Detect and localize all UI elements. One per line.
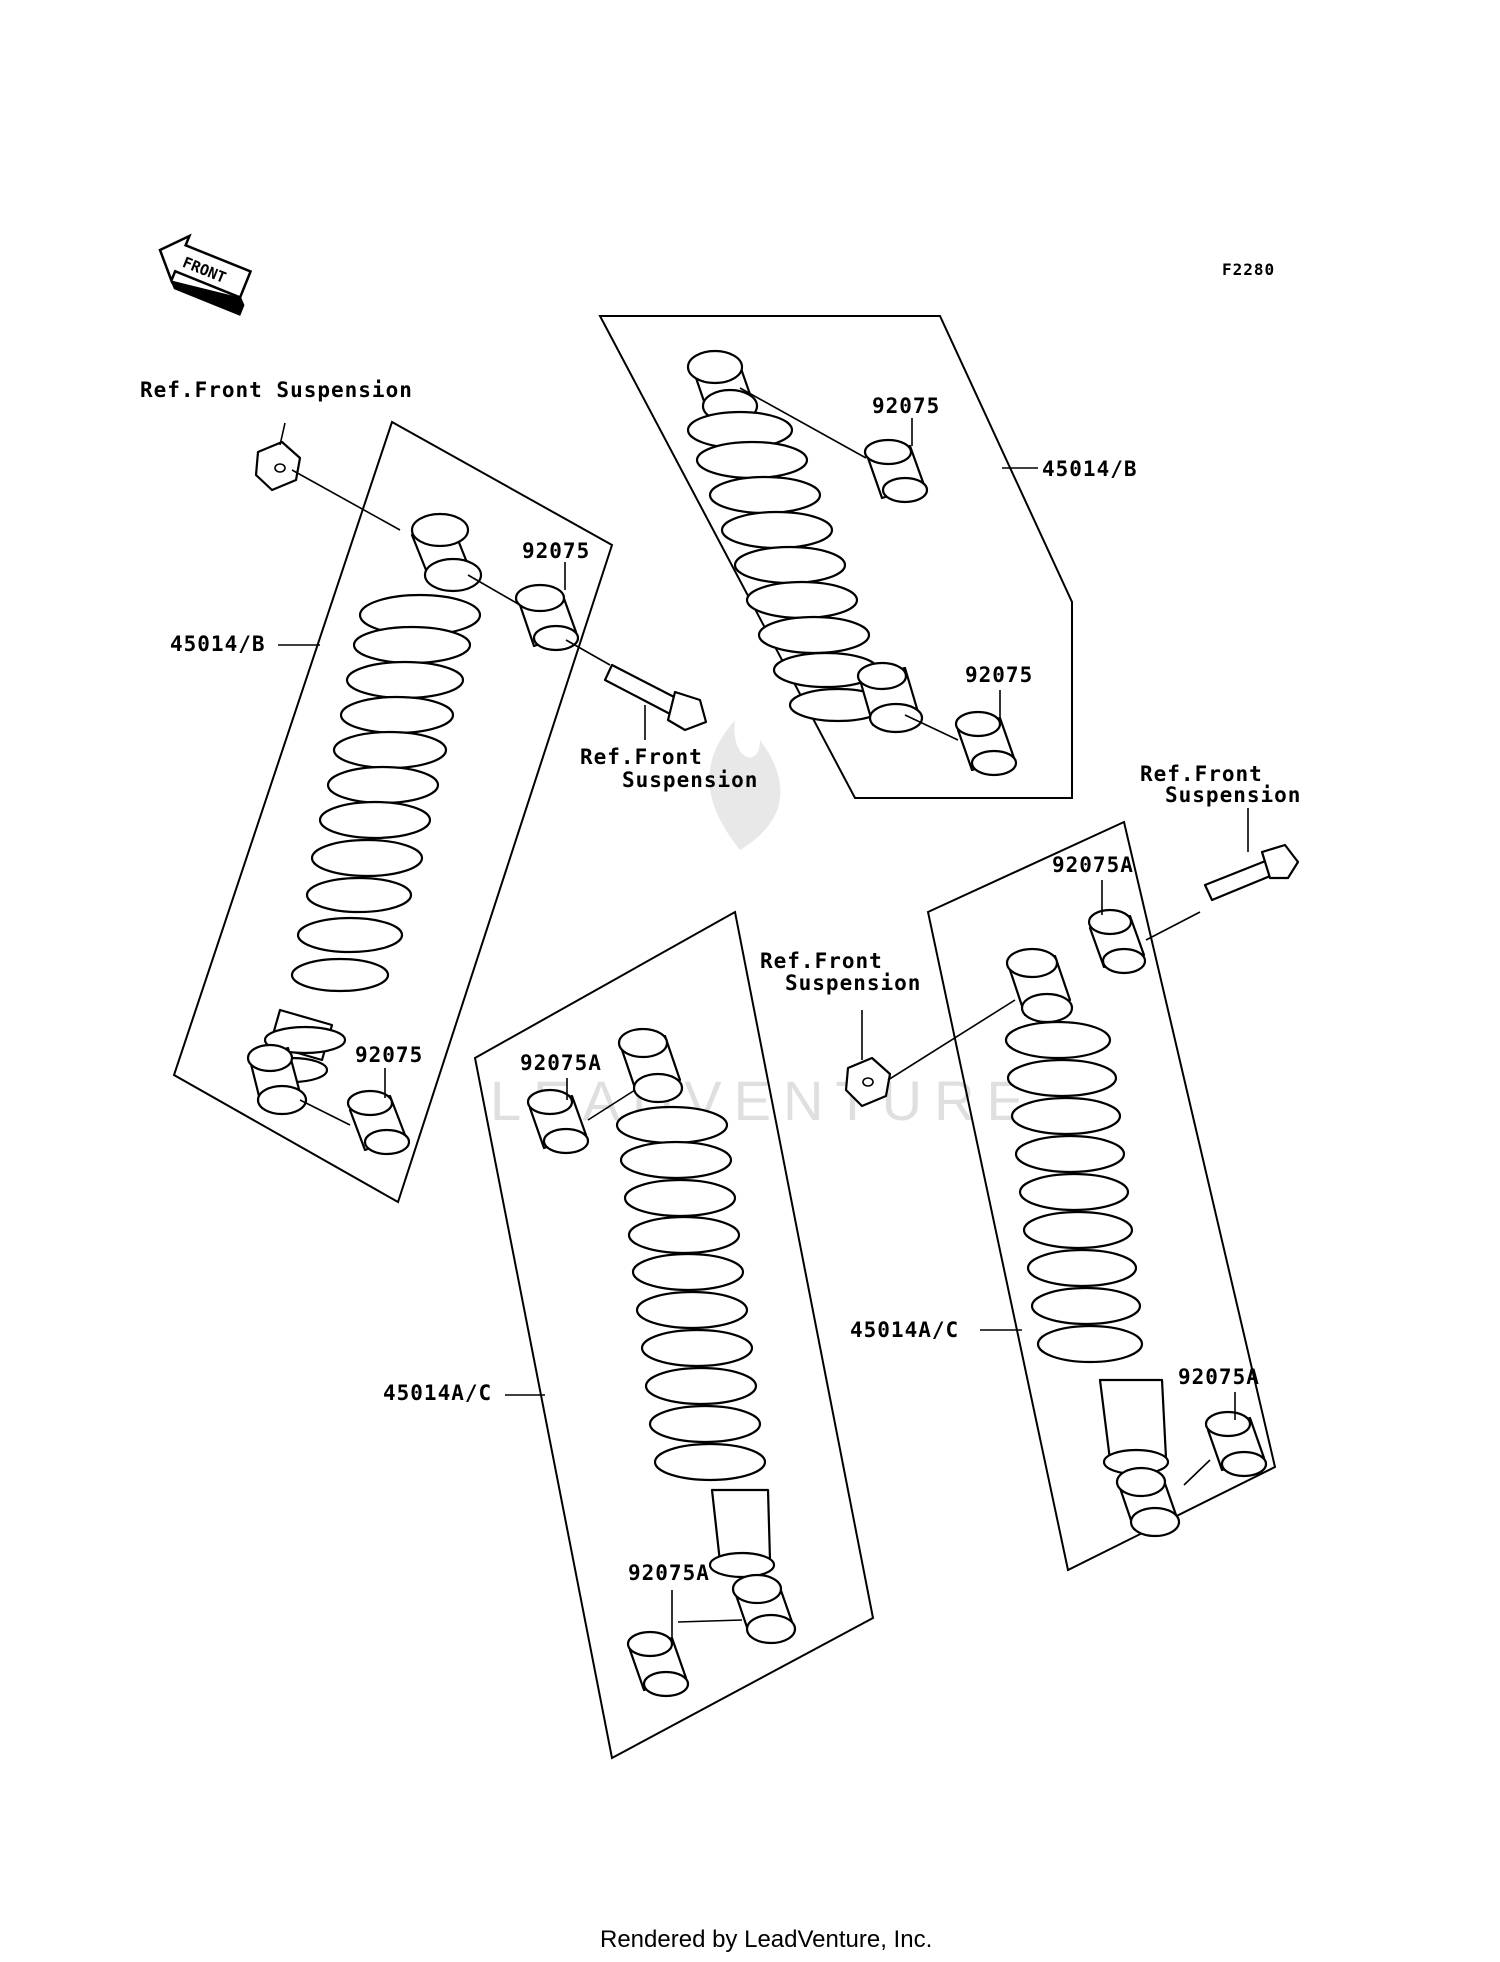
bushing-top-upper-icon [863,438,929,504]
bolt-left-icon [603,663,708,732]
shock-right-frame [926,820,1277,1572]
shock-center-frame [473,910,875,1760]
bushing-top-lower-icon [954,710,1018,777]
footer-credit: Rendered by LeadVenture, Inc. [600,1926,932,1953]
shock-left-frame [172,420,614,1204]
shock-right-body [1004,1020,1170,1476]
bushing-center-bottom-icon [626,1630,690,1698]
label-part-92075-top-lower: 92075 [965,663,1033,687]
label-ref-front-suspension-top-left: Ref.Front Suspension [140,378,413,402]
label-part-92075a-center-top: 92075A [520,1051,602,1075]
shock-left-group [172,420,708,1204]
bushing-right-bottom-icon [1204,1410,1268,1478]
label-ref-front-center-line2: Suspension [785,971,921,995]
shock-center-group [473,910,875,1760]
nut-top-left-icon [254,440,302,492]
bushing-left-top-icon [514,583,580,652]
label-part-92075-top-upper: 92075 [872,394,940,418]
label-part-45014b-top: 45014/B [1042,457,1138,481]
label-ref-front-mid-line1: Ref.Front [580,745,703,769]
label-part-45014ac-center: 45014A/C [383,1381,492,1405]
shock-top-group [598,315,1073,799]
label-ref-front-right-line2: Suspension [1165,783,1301,807]
front-arrow-icon: FRONT [158,233,253,316]
nut-center-icon [844,1056,892,1108]
bushing-right-top-icon [1087,908,1147,975]
label-ref-front-mid-line2: Suspension [622,768,758,792]
label-part-92075a-center-bottom: 92075A [628,1561,710,1585]
shock-right-group [844,808,1300,1572]
label-ref-front-right-line1: Ref.Front [1140,762,1263,786]
diagram-code: F2280 [1222,260,1275,279]
bolt-right-icon [1203,843,1300,902]
label-part-92075a-right-bottom: 92075A [1178,1365,1260,1389]
bushing-center-top-icon [526,1088,590,1155]
watermark-flame-icon [709,720,781,850]
label-ref-front-center-line1: Ref.Front [760,949,883,973]
label-part-45014ac-right: 45014A/C [850,1318,959,1342]
bushing-left-bottom-icon [346,1089,411,1156]
shock-center-body [615,1105,776,1579]
label-part-45014b-left: 45014/B [170,632,266,656]
label-part-92075a-right-top: 92075A [1052,853,1134,877]
shock-top-body [686,410,888,723]
label-part-92075-left-top: 92075 [522,539,590,563]
label-part-92075-left-bottom: 92075 [355,1043,423,1067]
shock-left-body [255,593,482,1084]
